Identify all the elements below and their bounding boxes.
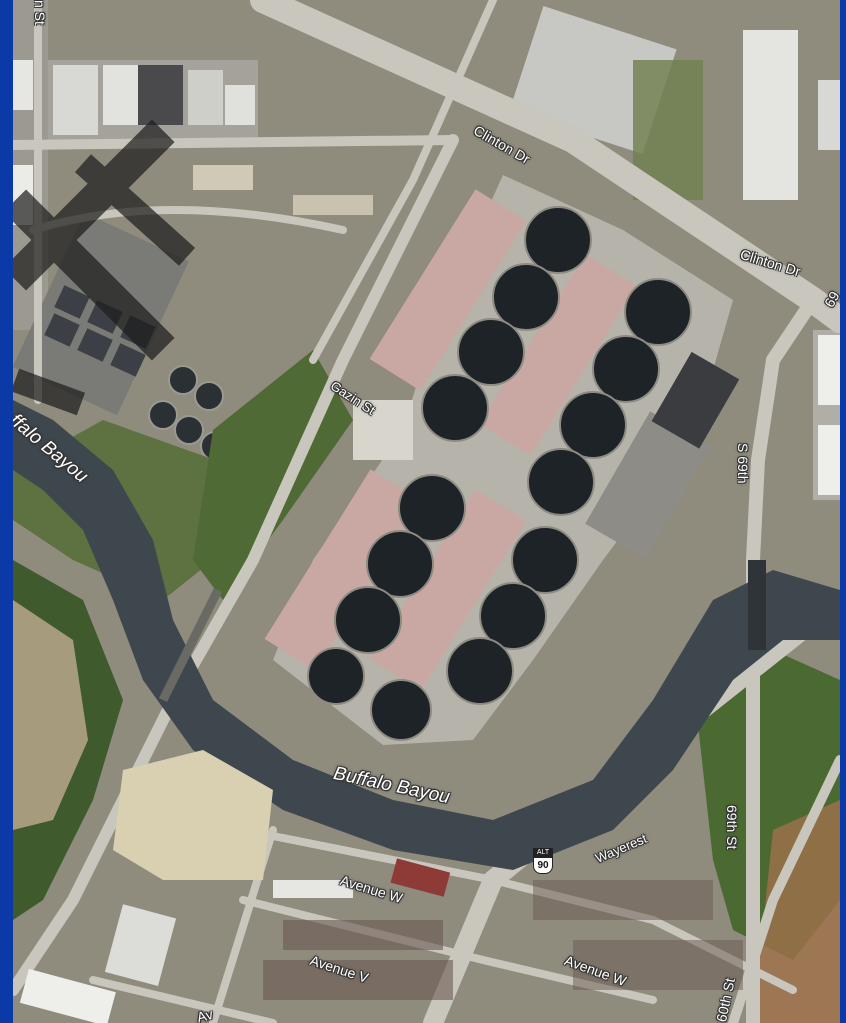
highway-shield: ALT 90 xyxy=(533,848,553,874)
left-border xyxy=(0,0,13,1023)
satellite-map[interactable]: Clinton Dr Clinton Dr Gazin St S 69th n … xyxy=(13,0,840,1023)
label-69th-st: 69th St xyxy=(724,805,740,850)
map-imagery xyxy=(13,0,840,1023)
label-s-69th: S 69th xyxy=(735,443,751,484)
right-border xyxy=(840,0,846,1023)
shield-number: 90 xyxy=(533,857,553,874)
label-n-st: n St xyxy=(32,0,48,25)
shield-top-text: ALT xyxy=(533,848,553,857)
